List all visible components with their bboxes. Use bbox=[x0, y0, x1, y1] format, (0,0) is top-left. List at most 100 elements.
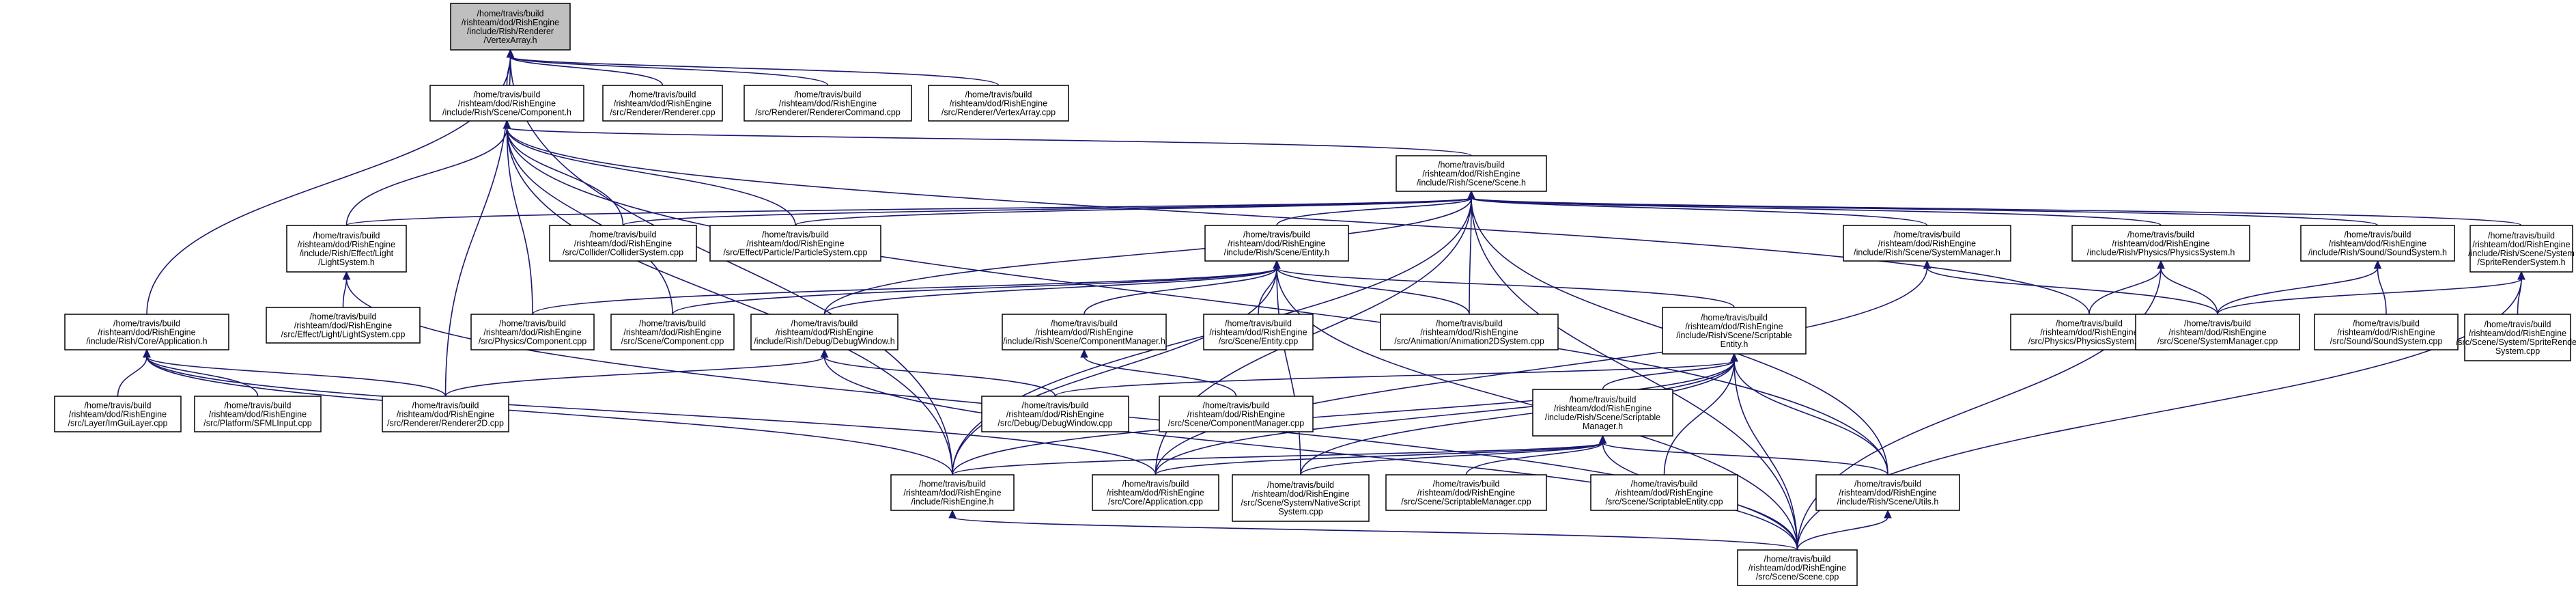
node-vertexarray-cpp[interactable]: /home/travis/build/rishteam/dod/RishEngi… bbox=[928, 85, 1069, 122]
edge-nativescriptsystem_cpp-to-scriptableentity_h bbox=[1300, 360, 1735, 475]
node-scriptablemanager-h[interactable]: /home/travis/build/rishteam/dod/RishEngi… bbox=[1532, 389, 1673, 437]
node-scriptableentity-cpp[interactable]: /home/travis/build/rishteam/dod/RishEngi… bbox=[1590, 474, 1738, 511]
node-label-line: /SpriteRenderSystem.h bbox=[2477, 258, 2565, 267]
node-entity-cpp[interactable]: /home/travis/build/rishteam/dod/RishEngi… bbox=[1203, 314, 1314, 350]
node-physicssystem-h[interactable]: /home/travis/build/rishteam/dod/RishEngi… bbox=[2071, 225, 2250, 262]
node-label-line: /rishteam/dod/RishEngine bbox=[2337, 328, 2435, 337]
node-animation2dsystem-cpp[interactable]: /home/travis/build/rishteam/dod/RishEngi… bbox=[1380, 314, 1559, 350]
node-box bbox=[266, 307, 421, 344]
node-label-line: /src/Scene/SystemManager.cpp bbox=[2157, 337, 2278, 346]
node-label-line: /home/travis/build bbox=[2353, 319, 2420, 329]
node-box bbox=[2469, 225, 2573, 273]
edge-systemmanager_cpp-to-physicssystem_h bbox=[2160, 267, 2218, 315]
edge-scene_cpp-to-rishengine_h bbox=[952, 516, 1798, 551]
node-label-line: /src/Effect/Particle/ParticleSystem.cpp bbox=[724, 248, 868, 258]
arrowhead bbox=[1730, 353, 1738, 362]
node-scriptableentity-h[interactable]: /home/travis/build/rishteam/dod/RishEngi… bbox=[1662, 307, 1807, 355]
node-vertexarray-h[interactable]: /home/travis/build/rishteam/dod/RishEngi… bbox=[450, 3, 571, 51]
node-label-line: /rishteam/dod/RishEngine bbox=[1417, 488, 1515, 498]
node-box bbox=[981, 396, 1129, 432]
node-debugwindow-h[interactable]: /home/travis/build/rishteam/dod/RishEngi… bbox=[750, 314, 898, 350]
edge-animation2dsystem_cpp-to-scene_h bbox=[1469, 197, 1472, 315]
arrowhead bbox=[820, 348, 829, 358]
node-box bbox=[470, 314, 595, 350]
node-label-line: /src/Physics/PhysicsSystem.cpp bbox=[2028, 337, 2151, 346]
edge-scriptableentity_cpp-to-scriptableentity_h bbox=[1663, 360, 1735, 475]
node-label-line: /src/Renderer/Renderer.cpp bbox=[610, 108, 715, 118]
node-label-line: /home/travis/build bbox=[1570, 395, 1637, 404]
node-label-line: /rishteam/dod/RishEngine bbox=[1209, 328, 1307, 337]
node-label-line: /include/Rish/Scene/Utils.h bbox=[1837, 497, 1939, 507]
node-box bbox=[2464, 314, 2571, 361]
node-label-line: /rishteam/dod/RishEngine bbox=[1839, 488, 1936, 498]
arrowhead bbox=[1884, 509, 1892, 519]
node-lightsystem-cpp[interactable]: /home/travis/build/rishteam/dod/RishEngi… bbox=[266, 307, 421, 344]
node-label-line: /src/Renderer/VertexArray.cpp bbox=[942, 108, 1056, 118]
node-label-line: /src/Scene/ScriptableEntity.cpp bbox=[1605, 497, 1723, 507]
arrowhead bbox=[342, 271, 351, 280]
node-physics-component-cpp[interactable]: /home/travis/build/rishteam/dod/RishEngi… bbox=[470, 314, 595, 350]
node-label-line: /home/travis/build bbox=[499, 319, 566, 329]
edge-lightsystem_h-to-component_h bbox=[345, 127, 508, 226]
node-systemmanager-cpp[interactable]: /home/travis/build/rishteam/dod/RishEngi… bbox=[2135, 314, 2300, 350]
node-renderercommand-cpp[interactable]: /home/travis/build/rishteam/dod/RishEngi… bbox=[744, 85, 912, 122]
node-label-line: /home/travis/build bbox=[1764, 555, 1831, 564]
node-box bbox=[54, 396, 182, 432]
node-scene-component-cpp[interactable]: /home/travis/build/rishteam/dod/RishEngi… bbox=[610, 314, 735, 350]
node-label-line: /rishteam/dod/RishEngine bbox=[98, 328, 195, 337]
edge-renderercommand_cpp-to-vertexarray_h bbox=[509, 56, 829, 86]
node-lightsystem-h[interactable]: /home/travis/build/rishteam/dod/RishEngi… bbox=[286, 225, 407, 273]
edge-componentmanager_h-to-entity_h bbox=[1084, 267, 1277, 315]
arrowhead bbox=[1923, 260, 1931, 269]
node-box bbox=[1204, 225, 1349, 262]
edge-rishengine_h-to-application_h bbox=[146, 356, 953, 475]
edge-renderer2d_cpp-to-debugwindow_h bbox=[444, 356, 825, 397]
node-label-line: /home/travis/build bbox=[1433, 480, 1500, 489]
node-particlesystem-cpp[interactable]: /home/travis/build/rishteam/dod/RishEngi… bbox=[709, 225, 881, 262]
node-rishengine-h[interactable]: /home/travis/build/rishteam/dod/RishEngi… bbox=[890, 474, 1015, 511]
edge-scene_component_cpp-to-entity_h bbox=[672, 267, 1277, 315]
node-label-line: /rishteam/dod/RishEngine bbox=[209, 410, 307, 419]
node-label-line: /rishteam/dod/RishEngine bbox=[1228, 239, 1325, 249]
node-componentmanager-h[interactable]: /home/travis/build/rishteam/dod/RishEngi… bbox=[1002, 314, 1167, 350]
node-debugwindow-cpp[interactable]: /home/travis/build/rishteam/dod/RishEngi… bbox=[981, 396, 1129, 432]
node-entity-h[interactable]: /home/travis/build/rishteam/dod/RishEngi… bbox=[1204, 225, 1349, 262]
node-systemmanager-h[interactable]: /home/travis/build/rishteam/dod/RishEngi… bbox=[1843, 225, 2011, 262]
node-box bbox=[750, 314, 898, 350]
node-componentmanager-cpp[interactable]: /home/travis/build/rishteam/dod/RishEngi… bbox=[1159, 396, 1314, 432]
node-label-line: /home/travis/build bbox=[2184, 319, 2251, 329]
node-renderer2d-cpp[interactable]: /home/travis/build/rishteam/dod/RishEngi… bbox=[382, 396, 509, 432]
node-scene-h[interactable]: /home/travis/build/rishteam/dod/RishEngi… bbox=[1396, 155, 1547, 192]
node-box bbox=[1532, 389, 1673, 437]
node-layerimguilayer-cpp[interactable]: /home/travis/build/rishteam/dod/RishEngi… bbox=[54, 396, 182, 432]
node-utils-h[interactable]: /home/travis/build/rishteam/dod/RishEngi… bbox=[1815, 474, 1960, 511]
node-soundsystem-h[interactable]: /home/travis/build/rishteam/dod/RishEngi… bbox=[2300, 225, 2455, 262]
node-box bbox=[194, 396, 322, 432]
node-label-line: /rishteam/dod/RishEngine bbox=[2329, 239, 2426, 249]
node-scriptablemanager-cpp[interactable]: /home/travis/build/rishteam/dod/RishEngi… bbox=[1385, 474, 1547, 511]
node-renderer-cpp[interactable]: /home/travis/build/rishteam/dod/RishEngi… bbox=[602, 85, 723, 122]
node-label-line: /rishteam/dod/RishEngine bbox=[1420, 328, 1518, 337]
node-coreapplication-cpp[interactable]: /home/travis/build/rishteam/dod/RishEngi… bbox=[1092, 474, 1219, 511]
node-label-line: /include/Rish/Scene/ComponentManager.h bbox=[1003, 337, 1165, 346]
node-scene-cpp[interactable]: /home/travis/build/rishteam/dod/RishEngi… bbox=[1737, 549, 1858, 586]
node-label-line: /rishteam/dod/RishEngine bbox=[1615, 488, 1713, 498]
node-label-line: /rishteam/dod/RishEngine bbox=[1251, 489, 1349, 499]
edge-rishengine_h-to-scriptablemanager_h bbox=[952, 442, 1604, 475]
node-application-h[interactable]: /home/travis/build/rishteam/dod/RishEngi… bbox=[64, 314, 229, 350]
node-sfmlinput-cpp[interactable]: /home/travis/build/rishteam/dod/RishEngi… bbox=[194, 396, 322, 432]
node-label-line: /include/Rish/Scene/Entity.h bbox=[1224, 248, 1330, 258]
node-spriterendersystem-cpp[interactable]: /home/travis/build/rishteam/dod/RishEngi… bbox=[2456, 314, 2576, 361]
node-collidersystem-cpp[interactable]: /home/travis/build/rishteam/dod/RishEngi… bbox=[549, 225, 697, 262]
node-label-line: /rishteam/dod/RishEngine bbox=[462, 18, 559, 27]
node-component-h[interactable]: /home/travis/build/rishteam/dod/RishEngi… bbox=[429, 85, 584, 122]
edge-scene_cpp-to-scriptableentity_h bbox=[1733, 360, 1798, 551]
node-label-line: /rishteam/dod/RishEngine bbox=[1878, 239, 1976, 249]
node-nativescriptsystem-cpp[interactable]: /home/travis/build/rishteam/dod/RishEngi… bbox=[1232, 474, 1370, 522]
node-label-line: /home/travis/build bbox=[1631, 480, 1698, 489]
node-label-line: Manager.h bbox=[1583, 422, 1623, 431]
node-soundsystem-cpp[interactable]: /home/travis/build/rishteam/dod/RishEngi… bbox=[2314, 314, 2459, 350]
node-spriterendersystem-h[interactable]: /home/travis/build/rishteam/dod/RishEngi… bbox=[2468, 225, 2575, 273]
edge-lightsystem_cpp-to-lightsystem_h bbox=[342, 278, 348, 308]
edge-systemmanager_h-to-scene_h bbox=[1471, 197, 1928, 226]
